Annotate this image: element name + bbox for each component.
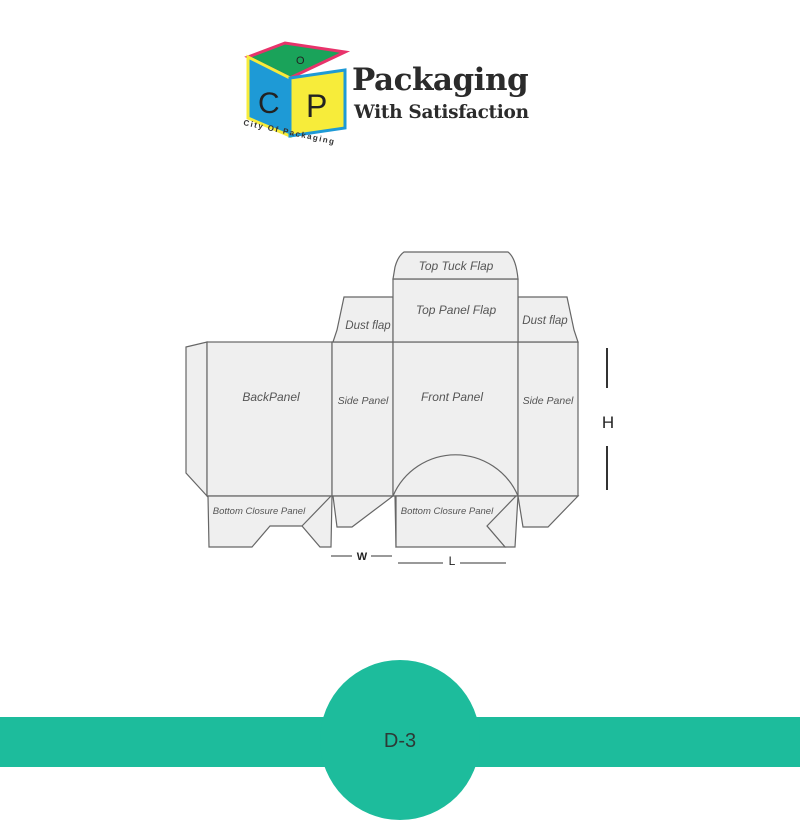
box-dieline: Top Tuck Flap Top Panel Flap Dust flap D… (185, 251, 614, 568)
label-bottom-closure-front: Bottom Closure Panel (401, 506, 494, 517)
style-code: D-3 (383, 730, 417, 752)
logo-letter-p: P (306, 88, 327, 124)
bottom-closure-back (207, 495, 333, 548)
label-dust-flap-left: Dust flap (345, 320, 391, 332)
brand-tagline: With Satisfaction (354, 102, 529, 123)
side-bottom-flap-left (332, 495, 395, 528)
side-bottom-flap-right (517, 495, 580, 528)
label-dust-flap-right: Dust flap (522, 315, 568, 327)
label-side-panel-left: Side Panel (338, 395, 389, 407)
dust-flap-left (332, 296, 394, 343)
side-panel-right (517, 341, 579, 497)
front-panel (392, 341, 519, 497)
label-back-panel: BackPanel (242, 390, 300, 404)
thumb-notch (392, 454, 519, 497)
back-panel (206, 341, 333, 497)
dimension-length: L (449, 554, 456, 568)
dimension-width: W (357, 551, 368, 563)
label-front-panel: Front Panel (421, 390, 483, 404)
logo-letter-c: C (258, 87, 280, 120)
side-panel-left (331, 341, 394, 497)
dimension-height: H (602, 413, 614, 432)
label-bottom-closure-back: Bottom Closure Panel (213, 506, 306, 517)
brand-title: Packaging (352, 62, 529, 98)
logo-cube: O C P City Of Packaging (243, 41, 351, 146)
footer-circle (320, 660, 480, 820)
label-top-panel-flap: Top Panel Flap (416, 303, 497, 317)
top-tuck-flap (392, 251, 519, 280)
logo-letter-o: O (296, 55, 305, 67)
label-top-tuck-flap: Top Tuck Flap (419, 259, 494, 273)
label-side-panel-right: Side Panel (523, 395, 574, 407)
glue-flap (185, 341, 208, 498)
top-panel-flap (392, 278, 519, 343)
